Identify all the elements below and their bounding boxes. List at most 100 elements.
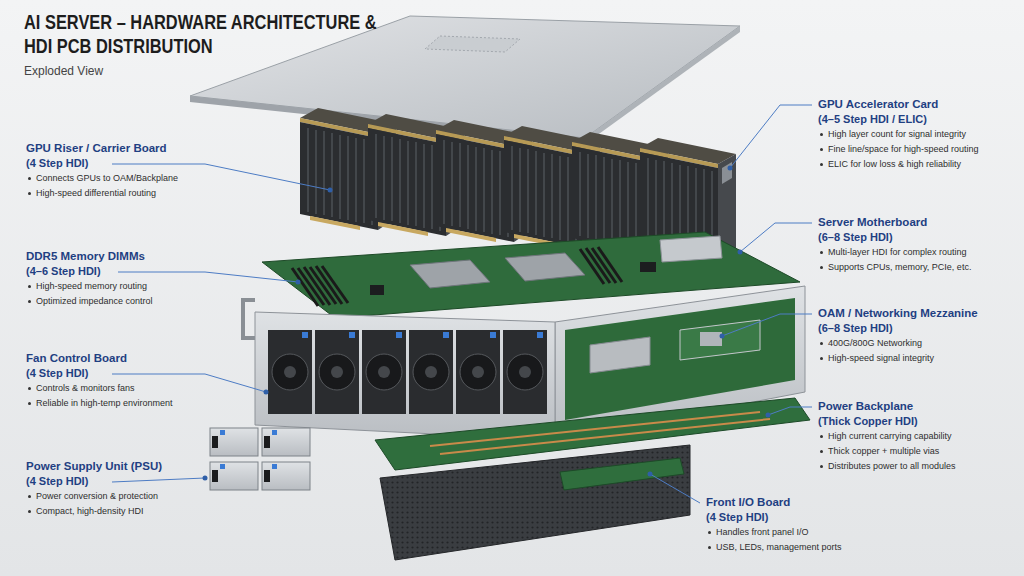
bullet-dot — [820, 465, 823, 468]
feature-note: 400G/800G Networking — [818, 336, 978, 351]
hdi-spec: (Thick Copper HDI) — [818, 414, 956, 429]
fans — [268, 330, 547, 414]
leader-dots — [328, 188, 333, 193]
psu-units — [262, 462, 310, 490]
hdi-spec: (4 Step HDI) — [706, 510, 842, 525]
bullet-dot — [820, 163, 823, 166]
hdi-spec: (4–5 Step HDI / ELIC) — [818, 112, 979, 127]
feature-note: Reliable in high-temp environment — [26, 396, 173, 411]
part-name: GPU Accelerator Card — [818, 97, 979, 112]
callout-block: Server Motherboard(6–8 Step HDI)Multi-la… — [818, 215, 971, 275]
psu-units — [272, 430, 277, 435]
hdi-spec: (4 Step HDI) — [26, 474, 162, 489]
fans — [443, 332, 449, 338]
feature-note: High-speed differential routing — [26, 186, 178, 201]
callout-block: DDR5 Memory DIMMs(4–6 Step HDI)High-spee… — [26, 249, 153, 309]
motherboard — [505, 253, 585, 281]
psu-units — [210, 428, 258, 456]
psu-units — [210, 428, 310, 490]
feature-note: Connects GPUs to OAM/Backplane — [26, 171, 178, 186]
feature-note: High current carrying capability — [818, 429, 956, 444]
fans — [315, 330, 359, 414]
chassis — [700, 332, 722, 346]
bullet-dot — [820, 133, 823, 136]
leader-lines — [118, 272, 298, 282]
leader-lines — [730, 105, 812, 168]
chassis — [243, 300, 255, 338]
bullet-dot — [820, 450, 823, 453]
base-tray — [380, 445, 690, 560]
leader-lines — [112, 105, 812, 503]
feature-note: Power conversion & protection — [26, 489, 162, 504]
title-block: AI SERVER – HARDWARE ARCHITECTURE & HDI … — [24, 10, 479, 58]
leader-dots — [203, 166, 771, 481]
psu-units — [220, 430, 225, 435]
bullet-dot — [820, 435, 823, 438]
bullet-dot — [28, 300, 31, 303]
motherboard — [370, 285, 384, 295]
part-name: Power Backplane — [818, 399, 956, 414]
bullet-dot — [28, 510, 31, 513]
part-name: Front I/O Board — [706, 495, 842, 510]
fans — [396, 332, 402, 338]
psu-units — [212, 436, 218, 448]
top-cover — [425, 36, 520, 52]
leader-lines — [722, 314, 812, 336]
leader-lines — [112, 374, 266, 392]
motherboard — [598, 247, 622, 282]
bullet-dot — [708, 546, 711, 549]
leader-dots — [720, 334, 725, 339]
fans — [284, 366, 296, 378]
leader-dots — [738, 250, 743, 255]
hdi-spec: (4 Step HDI) — [26, 366, 173, 381]
bullet-dot — [28, 387, 31, 390]
motherboard — [640, 262, 656, 272]
fans — [268, 330, 312, 414]
psu-units — [262, 428, 310, 456]
motherboard — [410, 260, 490, 288]
part-name: GPU Riser / Carrier Board — [26, 141, 178, 156]
fans — [319, 354, 355, 390]
fans — [537, 332, 543, 338]
leader-dots — [203, 476, 208, 481]
chassis — [255, 312, 555, 440]
feature-note: Optimized impedance control — [26, 294, 153, 309]
fans — [362, 330, 406, 414]
psu-units — [272, 464, 277, 469]
feature-note: Fine line/space for high-speed routing — [818, 142, 979, 157]
fans — [302, 332, 308, 338]
bullet-dot — [820, 266, 823, 269]
callout-block: Front I/O Board(4 Step HDI)Handles front… — [706, 495, 842, 555]
part-name: DDR5 Memory DIMMs — [26, 249, 153, 264]
leader-lines — [650, 474, 700, 503]
leader-dots — [648, 472, 653, 477]
feature-note: Handles front panel I/O — [706, 525, 842, 540]
callout-block: GPU Accelerator Card(4–5 Step HDI / ELIC… — [818, 97, 979, 172]
hdi-spec: (6–8 Step HDI) — [818, 230, 971, 245]
top-cover — [585, 26, 740, 144]
motherboard — [322, 266, 348, 303]
motherboard — [316, 266, 342, 304]
hdi-spec: (4–6 Step HDI) — [26, 264, 153, 279]
fans — [366, 354, 402, 390]
part-name: Power Supply Unit (PSU) — [26, 459, 162, 474]
motherboard — [586, 248, 610, 283]
leader-dots — [296, 280, 301, 285]
fans — [272, 354, 308, 390]
fans — [490, 332, 496, 338]
fans — [409, 330, 453, 414]
psu-units — [264, 436, 270, 448]
feature-note: Controls & monitors fans — [26, 381, 173, 396]
bullet-dot — [820, 357, 823, 360]
bullet-dot — [708, 531, 711, 534]
fans — [331, 366, 343, 378]
bullet-dot — [820, 251, 823, 254]
fans — [413, 354, 449, 390]
leader-dots — [728, 166, 733, 171]
feature-note: Multi-layer HDI for complex routing — [818, 245, 971, 260]
leader-dots — [766, 413, 771, 418]
base-tray — [560, 458, 684, 490]
subtitle: Exploded View — [24, 64, 103, 79]
